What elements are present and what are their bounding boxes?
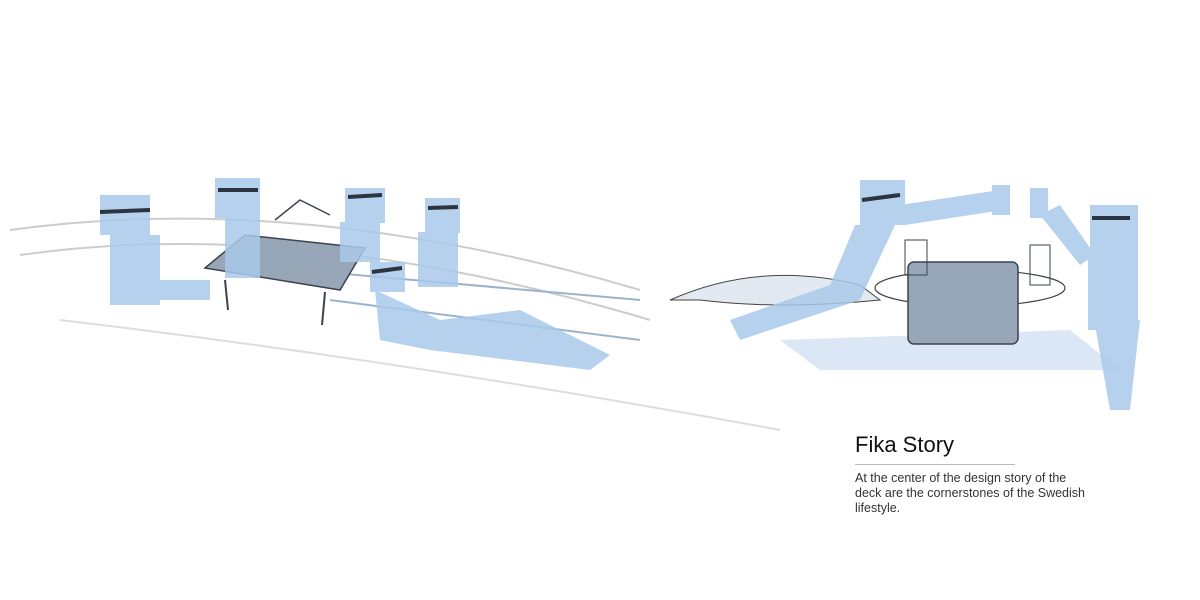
caption-divider: [855, 464, 1015, 465]
coffee-table-right: [904, 239, 1051, 345]
sunglasses-left: [99, 188, 459, 274]
caption-title: Fika Story: [855, 432, 955, 457]
sunglasses-right: [861, 193, 1130, 220]
caption-block: Fika Story At the center of the design s…: [855, 432, 1095, 516]
figures-right: [730, 180, 1140, 410]
figures-left: [100, 178, 610, 370]
caption-body: At the center of the design story of the…: [855, 471, 1085, 515]
